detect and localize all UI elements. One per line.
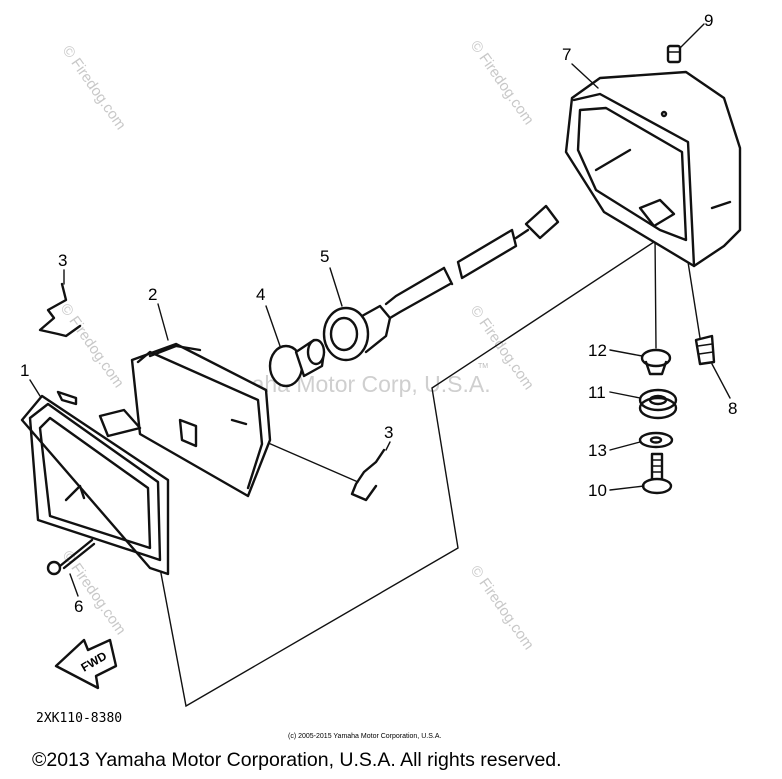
part-9-screw	[666, 44, 682, 64]
footer-copyright: ©2013 Yamaha Motor Corporation, U.S.A. A…	[32, 749, 562, 771]
part-2-lens	[98, 342, 272, 498]
callout-3-right: 3	[384, 423, 393, 442]
callout-4: 4	[256, 285, 265, 304]
watermark-firedog-5: © Firedog.com	[59, 548, 129, 639]
part-8-screw	[694, 334, 716, 366]
housing-to-lens-line	[159, 237, 661, 708]
screw-8-line	[687, 261, 701, 339]
part-6-screw	[46, 538, 96, 576]
callout-13: 13	[588, 441, 607, 460]
watermarks: © Firedog.com © Firedog.com © Firedog.co…	[57, 38, 537, 654]
part-5-socket	[322, 204, 560, 362]
watermark-firedog-2: © Firedog.com	[467, 38, 537, 129]
lens-to-spring-line	[265, 441, 359, 483]
part-code: 2XK110-8380	[36, 711, 122, 726]
part-7-housing	[564, 70, 742, 268]
watermark-firedog-1: © Firedog.com	[59, 43, 129, 134]
callout-1: 1	[20, 361, 29, 380]
part-1-rim	[20, 390, 170, 576]
callout-11: 11	[588, 383, 606, 402]
part-10-bolt	[641, 452, 673, 495]
callout-7: 7	[562, 45, 571, 64]
callout-6: 6	[74, 597, 83, 616]
callout-10: 10	[588, 481, 607, 500]
bolt-stack-line	[654, 235, 657, 349]
part-13-washer	[638, 431, 674, 449]
watermark-tm: TM	[478, 363, 488, 370]
part-12-collar	[640, 348, 672, 376]
watermark-firedog-3: © Firedog.com	[57, 301, 127, 392]
part-3-spring-left	[38, 282, 82, 338]
callout-labels: 1 2 3 3 4 5 6 7 8 9 10 11 12 13	[20, 11, 737, 616]
callout-9: 9	[704, 11, 713, 30]
callout-3-left: 3	[58, 251, 67, 270]
leader-lines	[159, 235, 701, 708]
forward-arrow: FWD	[54, 638, 118, 690]
callout-2: 2	[148, 285, 157, 304]
small-copyright: (c) 2005-2015 Yamaha Motor Corporation, …	[288, 733, 441, 740]
callout-12: 12	[588, 341, 607, 360]
watermark-firedog-6: © Firedog.com	[467, 563, 537, 654]
part-4-bulb	[268, 338, 326, 388]
callout-5: 5	[320, 247, 329, 266]
part-11-grommet	[638, 388, 678, 420]
callout-8: 8	[728, 399, 737, 418]
part-3-spring-right	[350, 448, 386, 502]
